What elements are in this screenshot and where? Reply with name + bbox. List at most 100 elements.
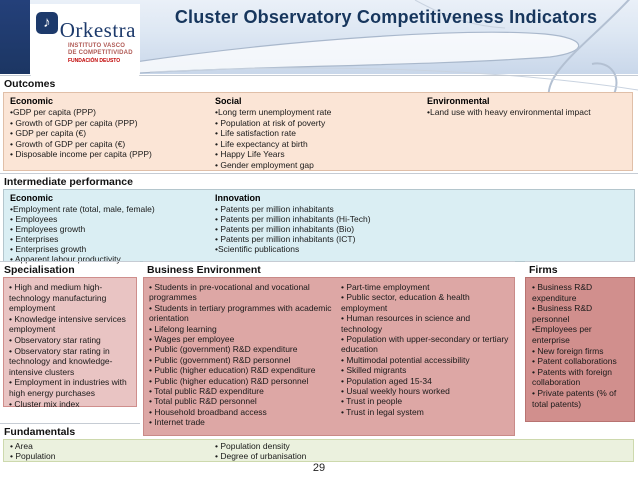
list-item: • Business R&D personnel xyxy=(532,303,593,324)
section-label-fundamentals: Fundamentals xyxy=(0,423,140,438)
list-item: • Employment in industries with high ene… xyxy=(9,377,127,398)
outcomes-box: Economic •GDP per capita (PPP)• Growth o… xyxy=(3,92,633,171)
section-label-business-environment: Business Environment xyxy=(143,261,515,276)
list-item: • Disposable income per capita (PPP) xyxy=(10,149,152,159)
list-item: • Multimodal potential accessibility xyxy=(341,354,470,365)
list-item: • Patent collaborations xyxy=(532,356,617,367)
list-item: • Household broadband access xyxy=(149,406,267,417)
indicator-list: • Business R&D expenditure• Business R&D… xyxy=(532,282,631,409)
column-title: Economic xyxy=(10,193,54,203)
logo-subtitle: FUNDACIÓN DEUSTO xyxy=(68,58,121,64)
fundamentals-column-1: • Area• Population xyxy=(10,441,215,461)
list-item: • Students in pre-vocational and vocatio… xyxy=(149,282,310,303)
list-item: • Patents per million inhabitants (ICT) xyxy=(215,234,356,244)
list-item: • Public (government) R&D personnel xyxy=(149,354,291,365)
list-item: • Skilled migrants xyxy=(341,365,407,376)
header-left-bar xyxy=(0,0,30,74)
list-item: • Observatory star rating in technology … xyxy=(9,345,113,377)
indicator-list: • Patents per million inhabitants • Paten… xyxy=(215,204,632,254)
intermediate-performance-box: Economic •Employment rate (total, male, … xyxy=(3,189,635,264)
section-label-intermediate-performance: Intermediate performance xyxy=(0,173,638,188)
list-item: • Life expectancy at birth xyxy=(215,138,308,149)
list-item: • Public (higher education) R&D personne… xyxy=(149,375,309,386)
list-item: • Population density xyxy=(215,441,290,451)
list-item: • Part-time employment xyxy=(341,282,430,292)
list-item: • Public sector, education & health empl… xyxy=(341,292,470,313)
indicator-list: • High and medium high-technology manufa… xyxy=(9,282,133,409)
list-item: • Knowledge intensive services employmen… xyxy=(9,313,126,335)
firms-box: • Business R&D expenditure• Business R&D… xyxy=(525,277,635,422)
section-label-specialisation: Specialisation xyxy=(0,261,140,276)
list-item: •GDP per capita (PPP) xyxy=(10,107,96,117)
list-item: • Enterprises growth xyxy=(10,244,87,254)
music-note-icon: ♪ xyxy=(36,12,58,34)
list-item: • GDP per capita (€) xyxy=(10,128,87,138)
indicator-list: •Land use with heavy environmental impac… xyxy=(427,107,630,118)
indicator-list: • Part-time employment• Public sector, e… xyxy=(341,282,512,417)
indicator-list: • Population density• Degree of urbanisa… xyxy=(215,441,631,461)
fundamentals-box: • Area• Population • Population density•… xyxy=(3,439,634,462)
list-item: • Human resources in science and technol… xyxy=(341,313,471,334)
list-item: • Trust in legal system xyxy=(341,406,424,417)
column-title: Economic xyxy=(10,96,54,106)
indicator-list: •Employment rate (total, male, female)• … xyxy=(10,204,215,264)
list-item: • Patents with foreign collaboration xyxy=(532,366,612,388)
section-label-firms: Firms xyxy=(525,261,635,276)
column-title: Environmental xyxy=(427,96,490,106)
list-item: • Growth of GDP per capita (PPP) xyxy=(10,117,138,128)
logo-wordmark: Orkestra xyxy=(59,18,136,42)
page-title: Cluster Observatory Competitiveness Indi… xyxy=(174,7,598,27)
outcomes-environmental-column: Environmental •Land use with heavy envir… xyxy=(427,96,630,170)
list-item: • Employees xyxy=(10,214,58,224)
list-item: • Happy Life Years xyxy=(215,149,285,159)
indicator-list: •GDP per capita (PPP)• Growth of GDP per… xyxy=(10,107,215,160)
list-item: • Usual weekly hours worked xyxy=(341,386,450,397)
list-item: •Employment rate (total, male, female) xyxy=(10,204,155,214)
list-item: •Scientific publications xyxy=(215,244,300,254)
list-item: • Area xyxy=(10,441,33,451)
business-environment-box: • Students in pre-vocational and vocatio… xyxy=(143,277,515,436)
list-item: • Life satisfaction rate xyxy=(215,128,296,138)
list-item: • Population with upper-secondary or ter… xyxy=(341,334,509,355)
list-item: • Observatory star rating xyxy=(9,334,101,345)
list-item: • Wages per employee xyxy=(149,334,235,345)
indicator-list: • Students in pre-vocational and vocatio… xyxy=(149,282,341,428)
list-item: • Apparent labour productivity xyxy=(10,254,121,264)
list-item: • High and medium high-technology manufa… xyxy=(9,282,107,314)
list-item: • Enterprises xyxy=(10,234,59,244)
logo-subtitle: DE COMPETITIVIDAD xyxy=(68,50,133,56)
list-item: • Cluster mix index xyxy=(9,398,80,409)
list-item: • Population at risk of poverty xyxy=(215,117,326,128)
column-title: Social xyxy=(215,96,242,106)
list-item: •Employees per enterprise xyxy=(532,324,592,345)
list-item: • Internet trade xyxy=(149,417,205,428)
list-item: • Public (government) R&D expenditure xyxy=(149,344,298,355)
intermediate-economic-column: Economic •Employment rate (total, male, … xyxy=(10,193,215,264)
page-number: 29 xyxy=(312,462,326,474)
business-environment-column-2: • Part-time employment• Public sector, e… xyxy=(341,282,512,435)
list-item: • Patents per million inhabitants xyxy=(215,204,334,214)
logo-subtitle: INSTITUTO VASCO xyxy=(68,43,126,49)
list-item: • Growth of GDP per capita (€) xyxy=(10,138,126,149)
list-item: • New foreign firms xyxy=(532,345,604,356)
list-item: • Total public R&D personnel xyxy=(149,396,257,407)
outcomes-economic-column: Economic •GDP per capita (PPP)• Growth o… xyxy=(10,96,215,170)
list-item: • Private patents (% of total patents) xyxy=(532,387,617,409)
business-environment-column-1: • Students in pre-vocational and vocatio… xyxy=(149,282,341,435)
list-item: • Public (higher education) R&D expendit… xyxy=(149,365,316,376)
list-item: • Business R&D expenditure xyxy=(532,282,593,303)
list-item: • Patents per million inhabitants (Bio) xyxy=(215,224,355,234)
list-item: • Employees growth xyxy=(10,224,86,234)
specialisation-box: • High and medium high-technology manufa… xyxy=(3,277,137,409)
list-item: • Trust in people xyxy=(341,396,403,407)
indicator-list: •Long term unemployment rate• Population… xyxy=(215,107,427,170)
orkestra-logo: ♪ Orkestra INSTITUTO VASCO DE COMPETITIV… xyxy=(30,4,140,80)
fundamentals-column-2: • Population density• Degree of urbanisa… xyxy=(215,441,631,461)
list-item: •Long term unemployment rate xyxy=(215,107,332,117)
intermediate-innovation-column: Innovation • Patents per million inhabit… xyxy=(215,193,632,264)
list-item: •Land use with heavy environmental impac… xyxy=(427,107,591,117)
list-item: • Degree of urbanisation xyxy=(215,451,307,461)
list-item: • Population xyxy=(10,451,56,461)
indicator-list: • Area• Population xyxy=(10,441,215,461)
